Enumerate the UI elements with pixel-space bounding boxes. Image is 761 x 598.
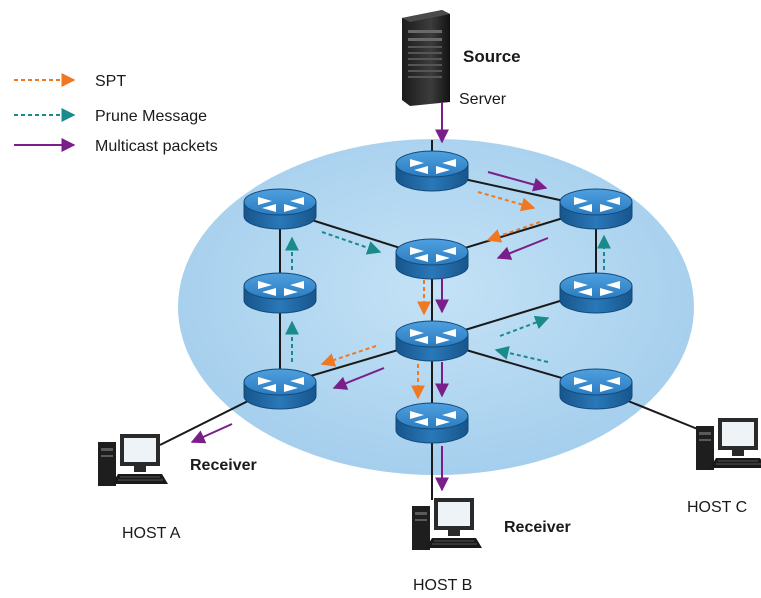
router-r9-icon — [559, 368, 633, 410]
legend-spt-label: SPT — [95, 73, 126, 90]
spt-arrows — [320, 191, 541, 400]
source-title: Source — [463, 47, 521, 66]
router-r10-icon — [395, 402, 469, 444]
multicast-packet-arrows — [190, 102, 549, 492]
router-r4-icon — [395, 238, 469, 280]
router-r5-icon — [243, 272, 317, 314]
legend: SPT Prune Message Multicast packets — [14, 73, 218, 155]
source-server-icon — [402, 10, 450, 106]
legend-multicast-label: Multicast packets — [95, 138, 218, 155]
host-c-label: HOST C — [687, 499, 747, 516]
host-b-role: Receiver — [504, 519, 571, 536]
host-a-label: HOST A — [122, 525, 181, 542]
host-b-computer-icon — [411, 497, 483, 551]
host-c-computer-icon — [695, 417, 761, 471]
host-a-role: Receiver — [190, 457, 257, 474]
router-r7-icon — [395, 320, 469, 362]
prune-message-arrows — [285, 231, 611, 363]
source-subtitle: Server — [459, 91, 507, 108]
router-r1-icon — [395, 150, 469, 192]
legend-prune-label: Prune Message — [95, 108, 207, 125]
router-r8-icon — [243, 368, 317, 410]
router-r2-icon — [243, 188, 317, 230]
router-r6-icon — [559, 272, 633, 314]
host-b-label: HOST B — [413, 577, 472, 594]
router-r3-icon — [559, 188, 633, 230]
host-a-computer-icon — [97, 433, 169, 487]
